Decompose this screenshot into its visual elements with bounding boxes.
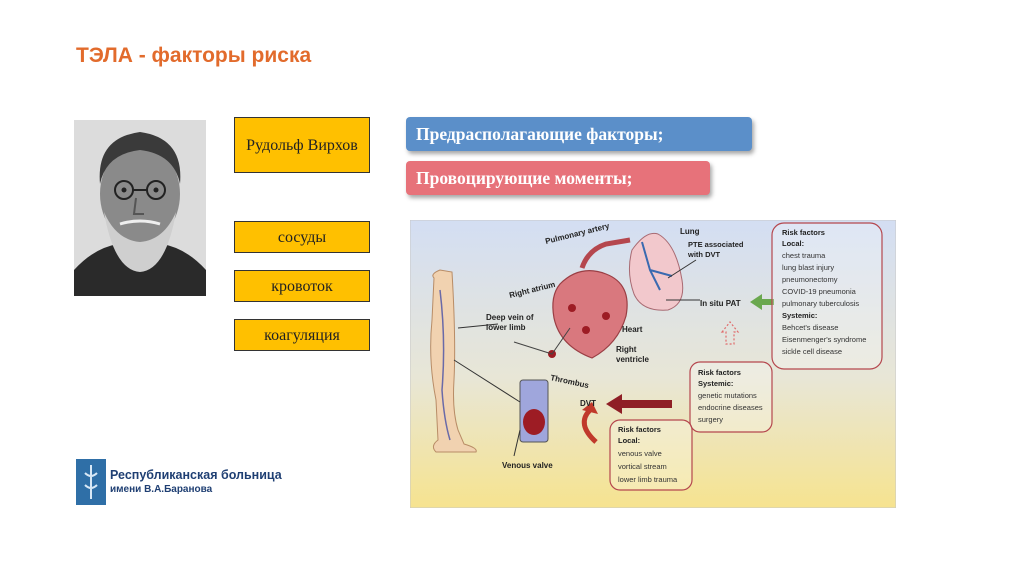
svg-text:Local:: Local: bbox=[618, 436, 640, 445]
virchow-name-box: Рудольф Вирхов bbox=[234, 117, 370, 173]
virchow-portrait bbox=[74, 120, 206, 296]
label-deep-vein-line2: lower limb bbox=[486, 323, 526, 332]
triad-blood-flow-box: кровоток bbox=[234, 270, 370, 302]
thrombus-illustration bbox=[523, 409, 545, 435]
svg-text:pneumonectomy: pneumonectomy bbox=[782, 275, 838, 284]
svg-text:Risk factors: Risk factors bbox=[698, 368, 741, 377]
heart-illustration bbox=[552, 270, 628, 359]
label-deep-vein-line1: Deep vein of bbox=[486, 313, 534, 322]
label-lung: Lung bbox=[680, 227, 700, 236]
label-heart: Heart bbox=[622, 325, 643, 334]
svg-text:endocrine diseases: endocrine diseases bbox=[698, 403, 763, 412]
dvt-dark-red-arrow bbox=[606, 394, 672, 414]
svg-text:pulmonary tuberculosis: pulmonary tuberculosis bbox=[782, 299, 859, 308]
svg-text:Behcet's disease: Behcet's disease bbox=[782, 323, 838, 332]
hospital-emblem-icon bbox=[76, 459, 106, 505]
risk-box-systemic bbox=[689, 361, 773, 433]
triad-vessels-box: сосуды bbox=[234, 221, 370, 253]
label-dvt: DVT bbox=[580, 399, 596, 408]
svg-text:sickle cell disease: sickle cell disease bbox=[782, 347, 842, 356]
svg-text:lower limb trauma: lower limb trauma bbox=[618, 475, 678, 484]
pte-green-arrow bbox=[750, 294, 774, 310]
label-in-situ-pat: In situ PAT bbox=[700, 299, 741, 308]
svg-text:lung blast injury: lung blast injury bbox=[782, 263, 834, 272]
label-right-ventricle-line1: Right bbox=[616, 345, 637, 354]
pte-dvt-diagram: Pulmonary artery Lung PTE associated wit… bbox=[409, 219, 897, 509]
svg-text:Systemic:: Systemic: bbox=[698, 379, 733, 388]
logo-line2: имени В.А.Баранова bbox=[110, 484, 213, 495]
svg-text:COVID-19 pneumonia: COVID-19 pneumonia bbox=[782, 287, 857, 296]
risk-box-local bbox=[609, 419, 693, 491]
svg-text:genetic mutations: genetic mutations bbox=[698, 391, 757, 400]
svg-text:Risk factors: Risk factors bbox=[618, 425, 661, 434]
label-pte-line1: PTE associated bbox=[688, 240, 744, 249]
hospital-logo: Республиканская больница имени В.А.Баран… bbox=[76, 459, 282, 505]
label-pte-line2: with DVT bbox=[687, 250, 720, 259]
triad-coagulation-box: коагуляция bbox=[234, 319, 370, 351]
logo-line1: Республиканская больница bbox=[110, 468, 282, 482]
svg-text:chest trauma: chest trauma bbox=[782, 251, 826, 260]
predisposing-factors-label: Предрасполагающие факторы; bbox=[406, 117, 752, 151]
risk-box-local-systemic bbox=[771, 222, 883, 370]
label-right-ventricle-line2: ventricle bbox=[616, 355, 649, 364]
svg-text:surgery: surgery bbox=[698, 415, 723, 424]
svg-text:Local:: Local: bbox=[782, 239, 804, 248]
svg-text:Risk factors: Risk factors bbox=[782, 228, 825, 237]
svg-text:Eisenmenger's syndrome: Eisenmenger's syndrome bbox=[782, 335, 866, 344]
svg-text:Systemic:: Systemic: bbox=[782, 311, 817, 320]
label-venous-valve: Venous valve bbox=[502, 461, 553, 470]
svg-text:venous valve: venous valve bbox=[618, 449, 662, 458]
svg-text:vortical stream: vortical stream bbox=[618, 462, 667, 471]
slide-title: ТЭЛА - факторы риска bbox=[76, 44, 312, 67]
curved-red-arrow bbox=[581, 408, 598, 444]
provoking-factors-label: Провоцирующие моменты; bbox=[406, 161, 710, 195]
